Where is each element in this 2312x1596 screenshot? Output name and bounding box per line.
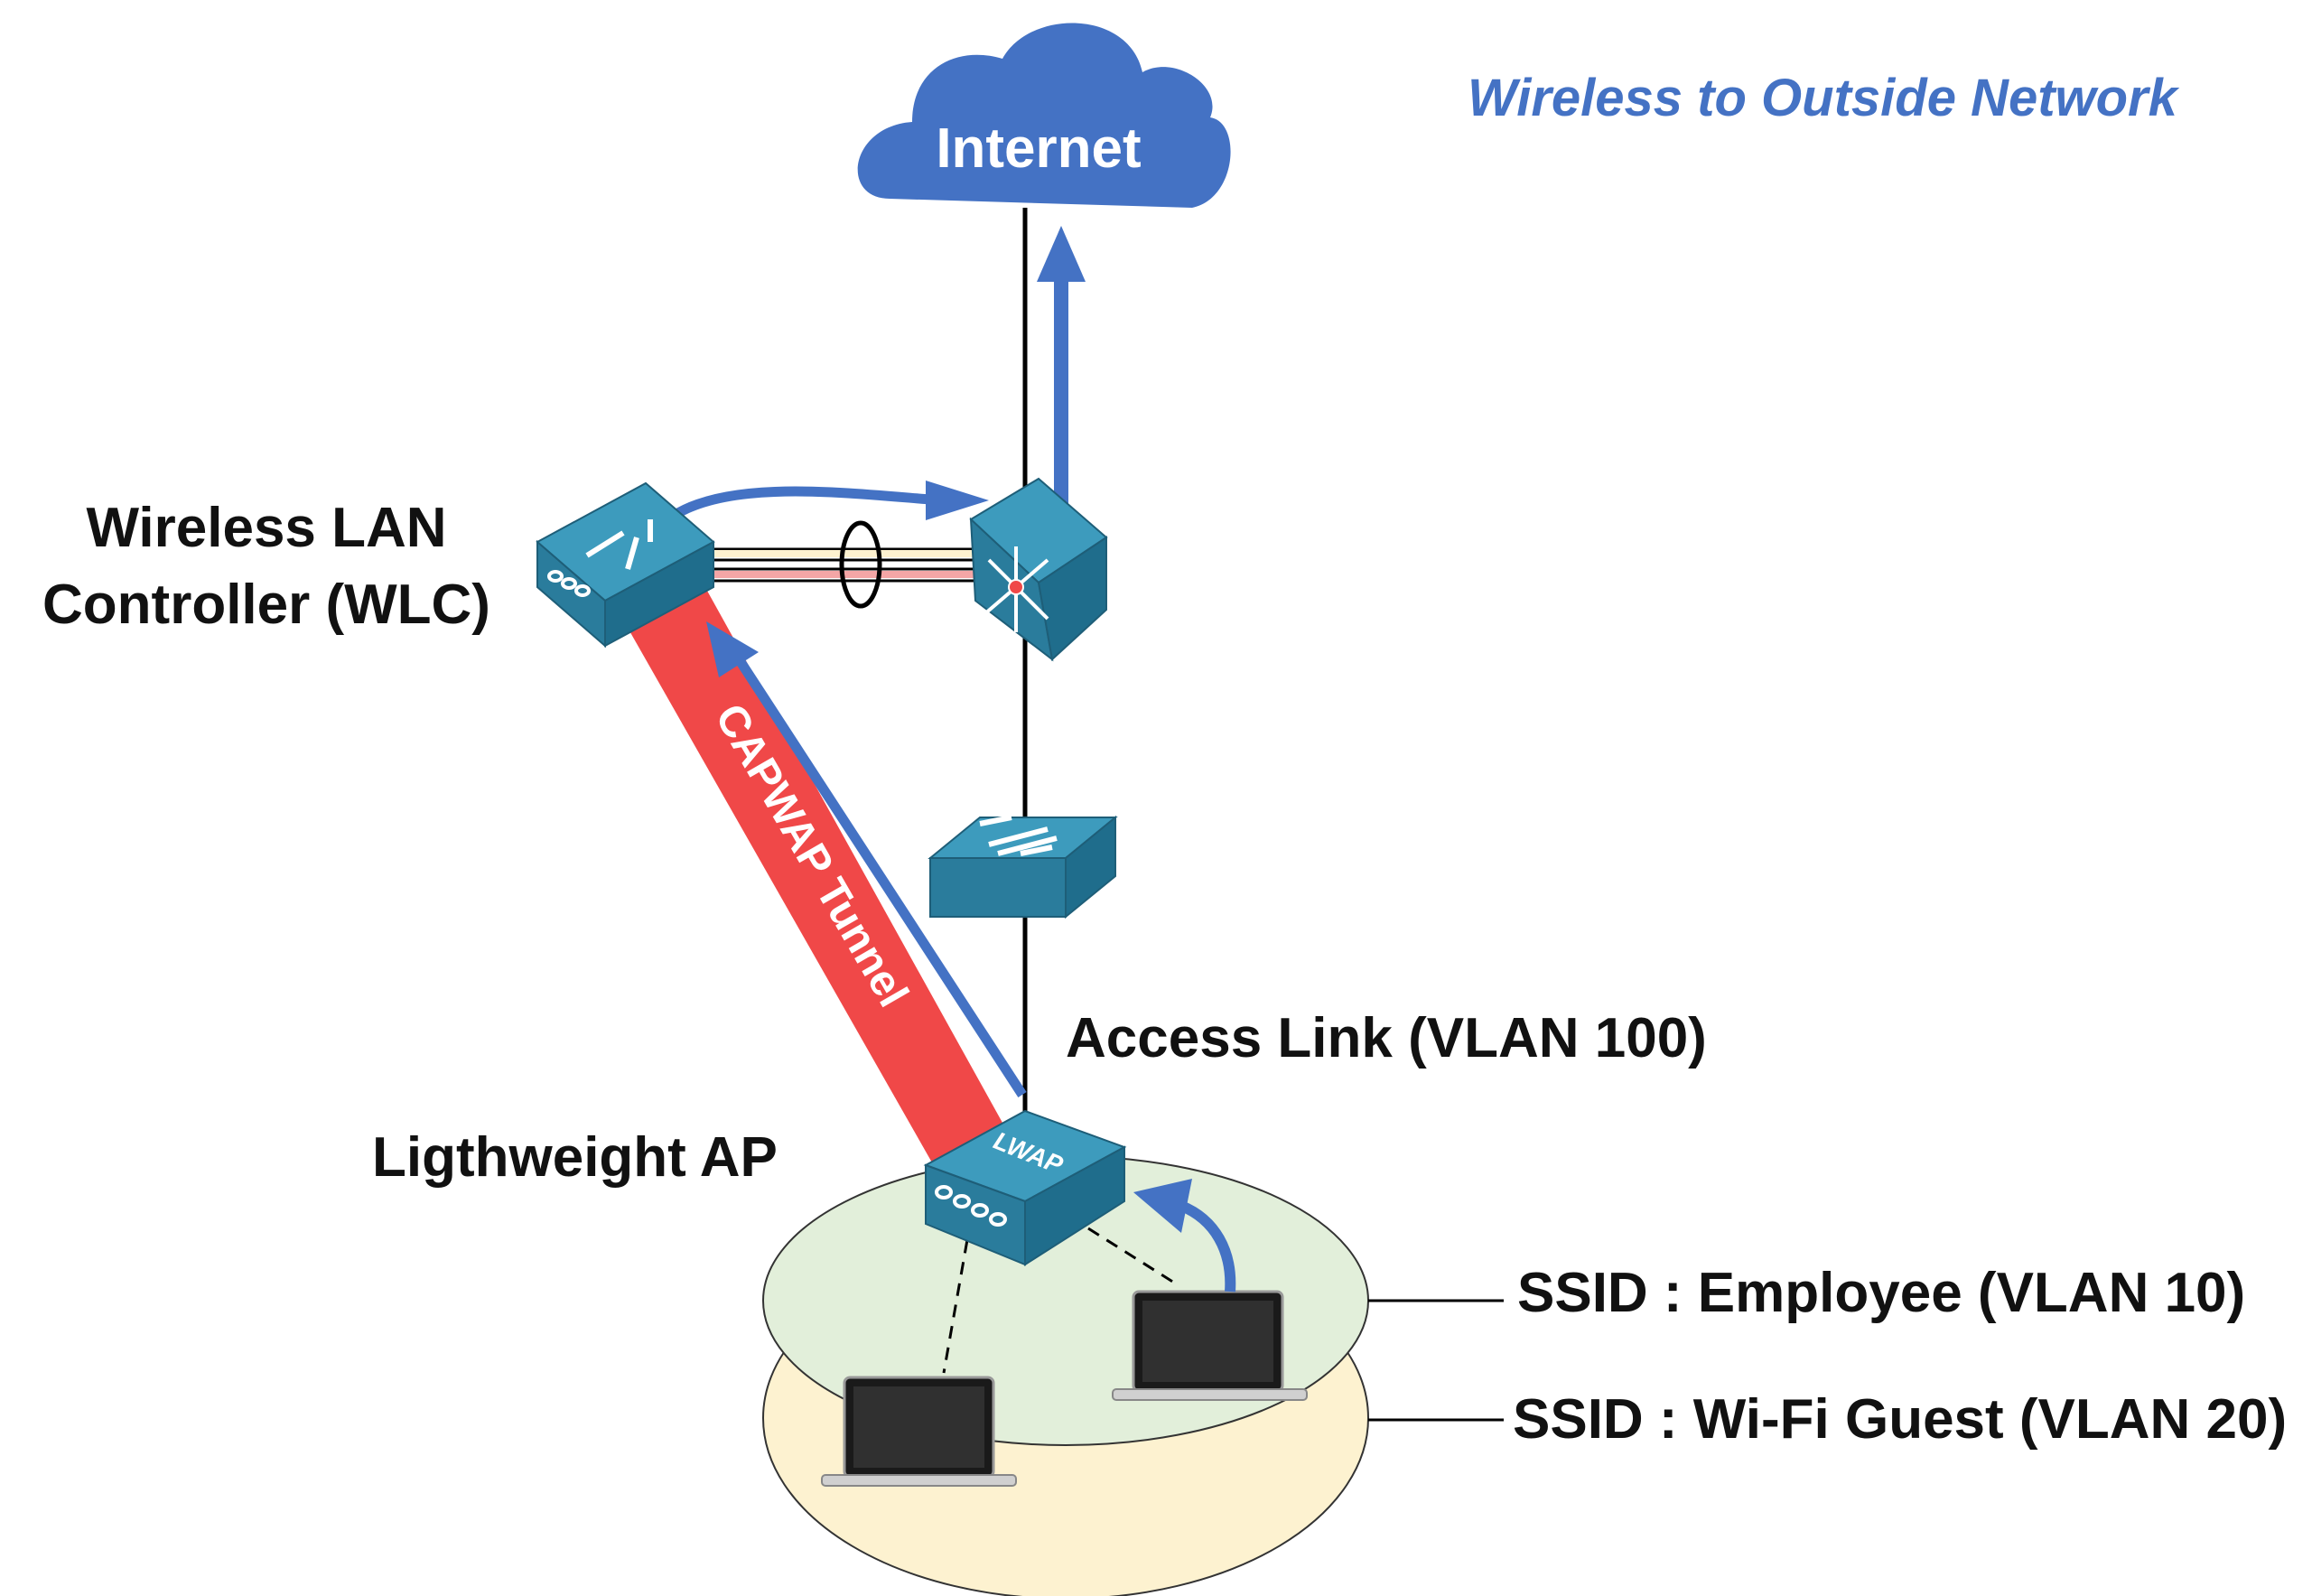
wlc-device[interactable] xyxy=(536,481,715,649)
internet-cloud: Internet xyxy=(857,23,1231,208)
access-link-label: Access Link (VLAN 100) xyxy=(1066,1007,1707,1069)
wlc-arrows-icon xyxy=(585,519,653,570)
etherchannel-links xyxy=(713,520,984,609)
wlc-to-switch-arrowhead xyxy=(926,481,989,520)
laptop-guest[interactable] xyxy=(821,1376,1017,1487)
tunnel-flow-arrowhead xyxy=(706,621,759,677)
port-channel-ring xyxy=(839,520,882,609)
laptop-employee[interactable] xyxy=(1112,1290,1308,1401)
capwap-tunnel-label: CAPWAP Tunnel xyxy=(705,696,917,1015)
tunnel-flow-arrow xyxy=(732,651,1027,1098)
lightweight-ap-device[interactable]: LWAP xyxy=(923,1109,1127,1266)
employee-flow-arrow xyxy=(1179,1200,1236,1293)
wlc-label-line1: Wireless LAN xyxy=(86,497,446,559)
employee-flow-arrowhead xyxy=(1133,1179,1192,1233)
wlc-to-switch-flow-arrow xyxy=(665,486,931,524)
wlc-label-line2: Controller (WLC) xyxy=(42,574,490,636)
capwap-tunnel xyxy=(628,583,1016,1183)
multilayer-switch[interactable] xyxy=(969,477,1108,662)
access-switch[interactable] xyxy=(928,815,1118,919)
ap-wave-icon xyxy=(935,1185,1007,1227)
wireless-link-employee xyxy=(1087,1227,1175,1284)
ssid-guest-label: SSID : Wi-Fi Guest (VLAN 20) xyxy=(1513,1388,2287,1451)
internet-label: Internet xyxy=(936,117,1141,180)
wlc-wave-icon xyxy=(547,570,591,597)
access-switch-arrows-icon xyxy=(979,815,1058,856)
lightweight-ap-label: Ligthweight AP xyxy=(372,1126,778,1189)
wireless-link-guest xyxy=(942,1218,973,1374)
internet-flow-arrowhead xyxy=(1037,226,1086,282)
diagram-title: Wireless to Outside Network xyxy=(1468,69,2180,127)
multilayer-switch-star-icon xyxy=(983,546,1049,632)
ssid-employee-label: SSID : Employee (VLAN 10) xyxy=(1517,1262,2245,1324)
